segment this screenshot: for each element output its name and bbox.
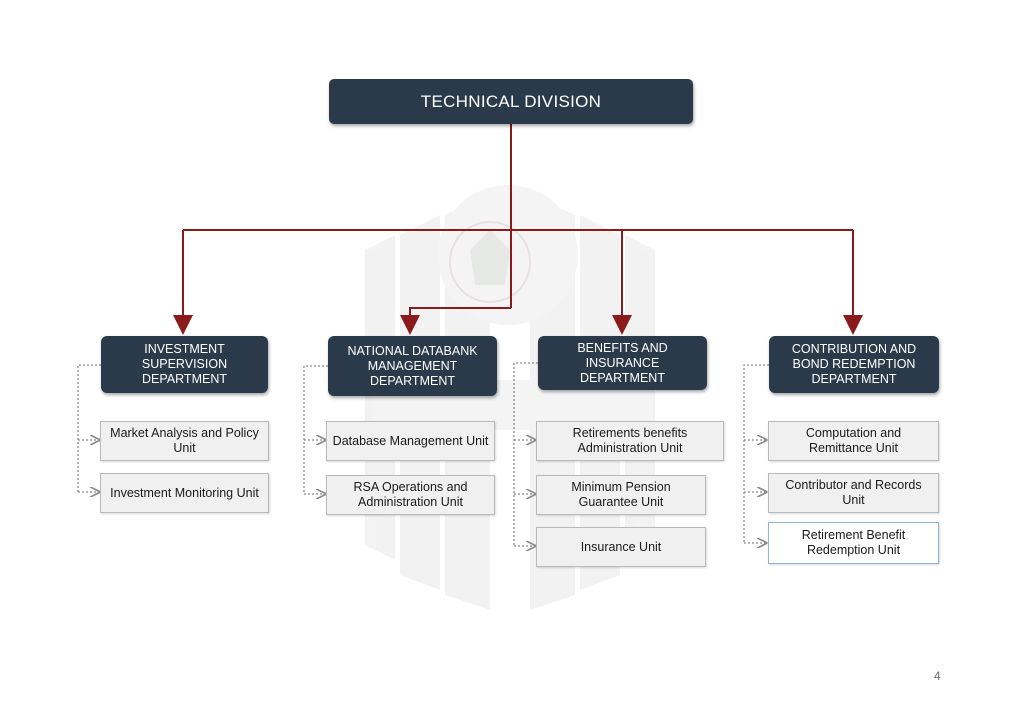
unit-contributor-and-records: Contributor and Records Unit xyxy=(768,473,939,513)
unit-rsa-operations-and-administration: RSA Operations and Administration Unit xyxy=(326,475,495,515)
technical-division-box: TECHNICAL DIVISION xyxy=(329,79,693,124)
unit-investment-monitoring: Investment Monitoring Unit xyxy=(100,473,269,513)
dotted-bracket-dept-3 xyxy=(513,362,538,546)
dept-national-databank-management: NATIONAL DATABANK MANAGEMENT DEPARTMENT xyxy=(328,336,497,396)
dept-benefits-and-insurance: BENEFITS AND INSURANCE DEPARTMENT xyxy=(538,336,707,390)
dotted-bracket-dept-4 xyxy=(743,364,769,543)
dotted-bracket-dept-2 xyxy=(303,365,328,494)
unit-retirements-benefits-administration: Retirements benefits Administration Unit xyxy=(536,421,724,461)
page-number: 4 xyxy=(934,669,941,683)
arrow-to-dept-2 xyxy=(400,307,511,335)
unit-computation-and-remittance: Computation and Remittance Unit xyxy=(768,421,939,461)
unit-market-analysis-and-policy: Market Analysis and Policy Unit xyxy=(100,421,269,461)
dept-contribution-and-bond-redemption: CONTRIBUTION AND BOND REDEMPTION DEPARTM… xyxy=(769,336,939,393)
unit-retirement-benefit-redemption: Retirement Benefit Redemption Unit xyxy=(768,522,939,564)
unit-insurance: Insurance Unit xyxy=(536,527,706,567)
dept-investment-supervision: INVESTMENT SUPERVISION DEPARTMENT xyxy=(101,336,268,393)
unit-database-management: Database Management Unit xyxy=(326,421,495,461)
unit-minimum-pension-guarantee: Minimum Pension Guarantee Unit xyxy=(536,475,706,515)
dotted-bracket-dept-1 xyxy=(77,364,101,492)
